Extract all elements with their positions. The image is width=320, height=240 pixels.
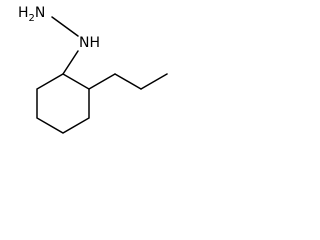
nh2-h: H <box>18 5 29 21</box>
bond-propyl-3 <box>140 73 168 90</box>
atom-label-nh2: H2N <box>18 5 45 24</box>
bond-propyl-1 <box>88 73 116 90</box>
nh2-n: N <box>35 5 45 21</box>
bond-n-c1 <box>62 50 79 75</box>
bond-n-n <box>51 16 79 37</box>
bond-propyl-2 <box>114 73 142 90</box>
molecule-structure: H2N NH <box>18 5 168 134</box>
cyclohexane-ring <box>36 73 90 134</box>
nh2-subscript: 2 <box>29 13 35 24</box>
atom-label-nh: NH <box>79 35 100 51</box>
